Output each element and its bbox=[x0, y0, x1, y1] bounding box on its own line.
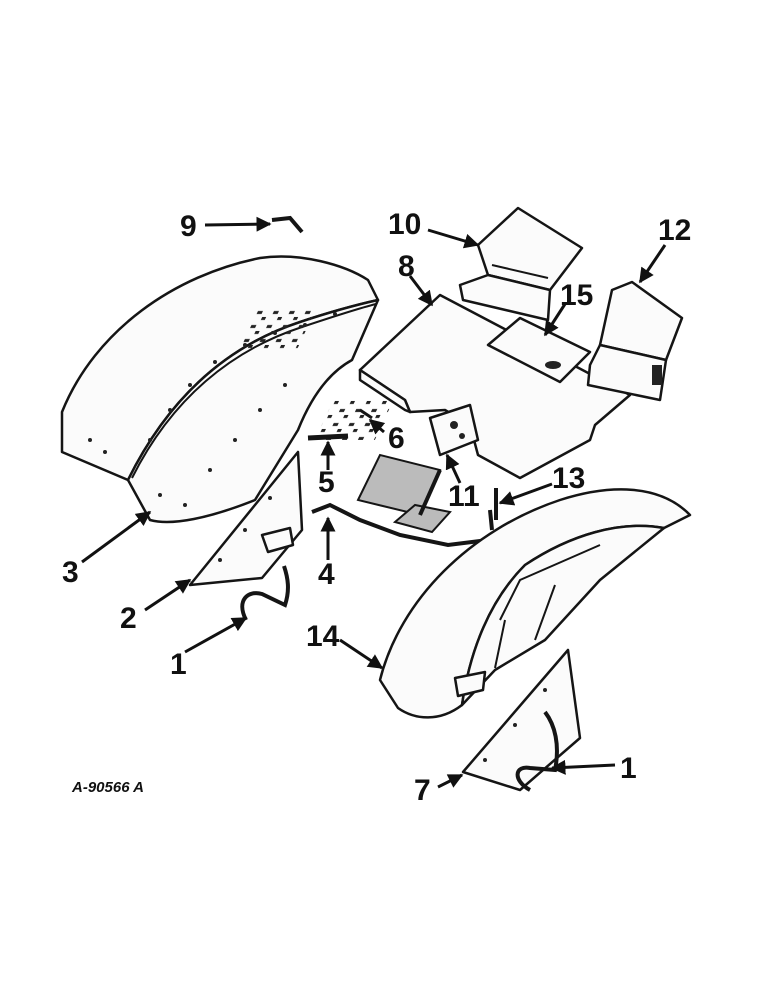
callout-label: 7 bbox=[414, 774, 431, 807]
callout-label: 5 bbox=[318, 466, 335, 499]
callout-label: 11 bbox=[448, 480, 480, 513]
right-fender bbox=[378, 488, 692, 719]
rod-5 bbox=[307, 433, 349, 441]
callout-label: 13 bbox=[552, 462, 585, 495]
left-u-bolt bbox=[240, 565, 290, 621]
callout-label: 2 bbox=[120, 602, 137, 635]
reference-number: A-90566 A bbox=[71, 779, 144, 796]
pin-6 bbox=[359, 408, 373, 420]
center-step bbox=[486, 316, 592, 384]
callout-label: 8 bbox=[398, 250, 415, 283]
callout-label: 4 bbox=[318, 558, 335, 591]
callout-label: 3 bbox=[62, 556, 79, 589]
platform bbox=[236, 293, 632, 480]
callout-label: 15 bbox=[560, 279, 593, 312]
left-seat-support bbox=[458, 206, 584, 322]
right-u-bolt bbox=[515, 710, 559, 792]
pin-13 bbox=[488, 488, 498, 531]
step-assembly bbox=[311, 453, 489, 548]
callout-label: 10 bbox=[388, 208, 421, 241]
left-side-plate bbox=[188, 450, 304, 587]
callout-label: 6 bbox=[388, 422, 405, 455]
callout-label: 1 bbox=[170, 648, 187, 681]
callout-labels: 9 10 12 8 15 6 5 11 13 3 4 2 1 14 7 1 bbox=[62, 208, 691, 807]
right-side-plate bbox=[461, 648, 582, 792]
callout-label: 9 bbox=[180, 210, 197, 243]
right-seat-support bbox=[586, 280, 684, 402]
callout-label: 1 bbox=[620, 752, 637, 785]
callout-label: 12 bbox=[658, 214, 691, 247]
callout-label: 14 bbox=[306, 620, 340, 653]
leader-arrows bbox=[81, 216, 667, 789]
bracket-plate bbox=[428, 403, 480, 457]
bracket-9 bbox=[271, 215, 304, 234]
